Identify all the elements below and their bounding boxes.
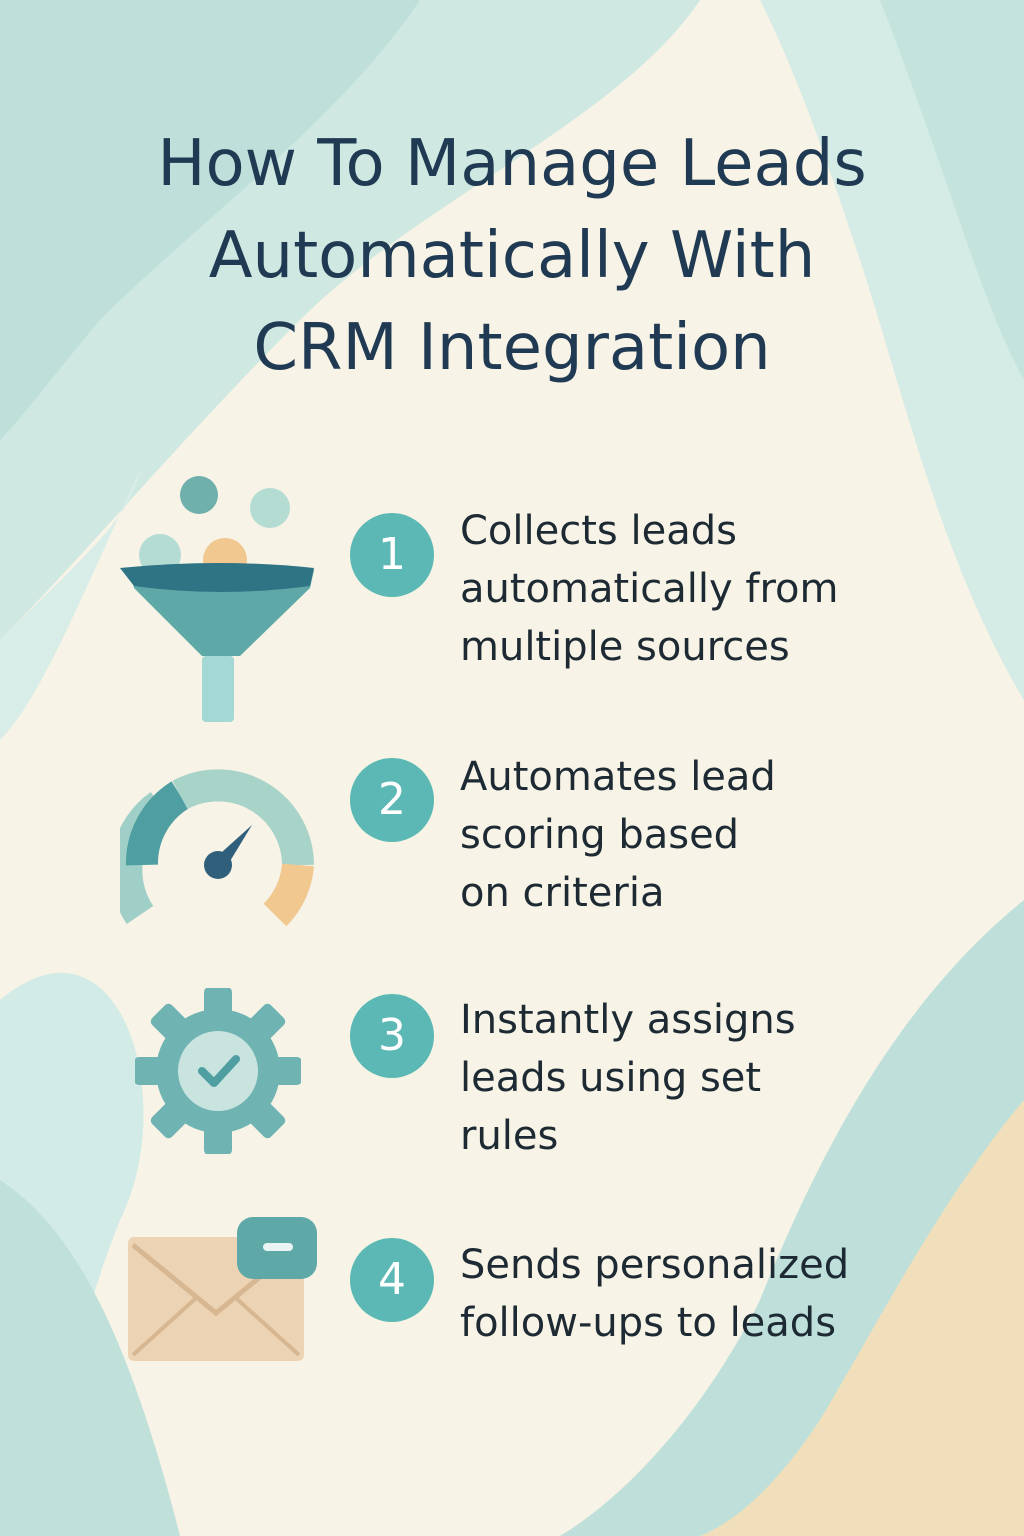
title-line-2: Automatically With bbox=[208, 219, 816, 293]
step-text-line: Collects leads bbox=[460, 508, 737, 554]
step-text-line: follow-ups to leads bbox=[460, 1300, 837, 1346]
gear-check-icon bbox=[135, 988, 301, 1154]
step-text-line: automatically from bbox=[460, 566, 839, 612]
gauge-icon bbox=[120, 769, 314, 927]
funnel-icon bbox=[120, 476, 314, 722]
step-number-badge: 3 bbox=[350, 994, 434, 1078]
step-number-badge: 2 bbox=[350, 758, 434, 842]
envelope-icon bbox=[128, 1217, 317, 1361]
title-line-3: CRM Integration bbox=[253, 311, 771, 385]
step-2-text: Automates lead scoring based on criteria bbox=[460, 748, 776, 922]
page-title: How To Manage Leads Automatically With C… bbox=[0, 118, 1024, 394]
step-1-text: Collects leads automatically from multip… bbox=[460, 502, 839, 676]
step-text-line: scoring based bbox=[460, 812, 740, 858]
step-text-line: Instantly assigns bbox=[460, 997, 796, 1043]
step-number-badge: 4 bbox=[350, 1238, 434, 1322]
step-text-line: multiple sources bbox=[460, 624, 790, 670]
step-4-text: Sends personalized follow-ups to leads bbox=[460, 1236, 849, 1352]
step-text-line: rules bbox=[460, 1113, 559, 1159]
step-text-line: on criteria bbox=[460, 870, 665, 916]
step-3-text: Instantly assigns leads using set rules bbox=[460, 991, 796, 1165]
step-text-line: Sends personalized bbox=[460, 1242, 850, 1288]
step-number-badge: 1 bbox=[350, 513, 434, 597]
title-line-1: How To Manage Leads bbox=[157, 127, 867, 201]
step-text-line: Automates lead bbox=[460, 754, 776, 800]
step-text-line: leads using set bbox=[460, 1055, 762, 1101]
